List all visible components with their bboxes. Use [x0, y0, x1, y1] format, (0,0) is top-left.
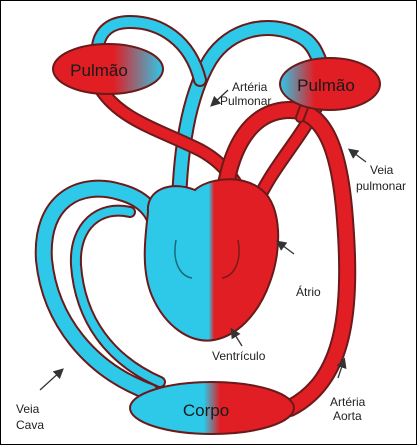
lung-left-label: Pulmão — [70, 61, 128, 80]
heart — [145, 179, 278, 340]
lung-right: Pulmão — [280, 58, 380, 110]
vena-cava-label-line2: Cava — [16, 418, 44, 432]
ventricle-arrow — [232, 330, 242, 346]
pulmonary-artery-label-line2: Pulmonar — [220, 94, 271, 108]
body-organ: Corpo — [130, 382, 294, 434]
pulmonary-vein-label-line1: Veia — [370, 163, 394, 177]
pulmonary-artery-label-line1: Artéria — [232, 80, 268, 94]
pulmonary-vein-label-line2: pulmonar — [356, 179, 406, 193]
atrium-arrow — [278, 242, 294, 254]
ventricle-label: Ventrículo — [212, 349, 266, 363]
lung-right-label: Pulmão — [297, 76, 355, 95]
aorta-label-line1: Artéria — [330, 395, 366, 409]
lung-left: Pulmão — [53, 44, 163, 94]
atrium-label: Átrio — [296, 284, 321, 299]
pulmonary-vein-arrow — [350, 150, 366, 162]
vena-cava-label-line1: Veia — [16, 402, 40, 416]
aorta-label-line2: Aorta — [333, 409, 362, 423]
vena-cava-arrow — [40, 370, 62, 390]
body-label: Corpo — [183, 401, 229, 420]
